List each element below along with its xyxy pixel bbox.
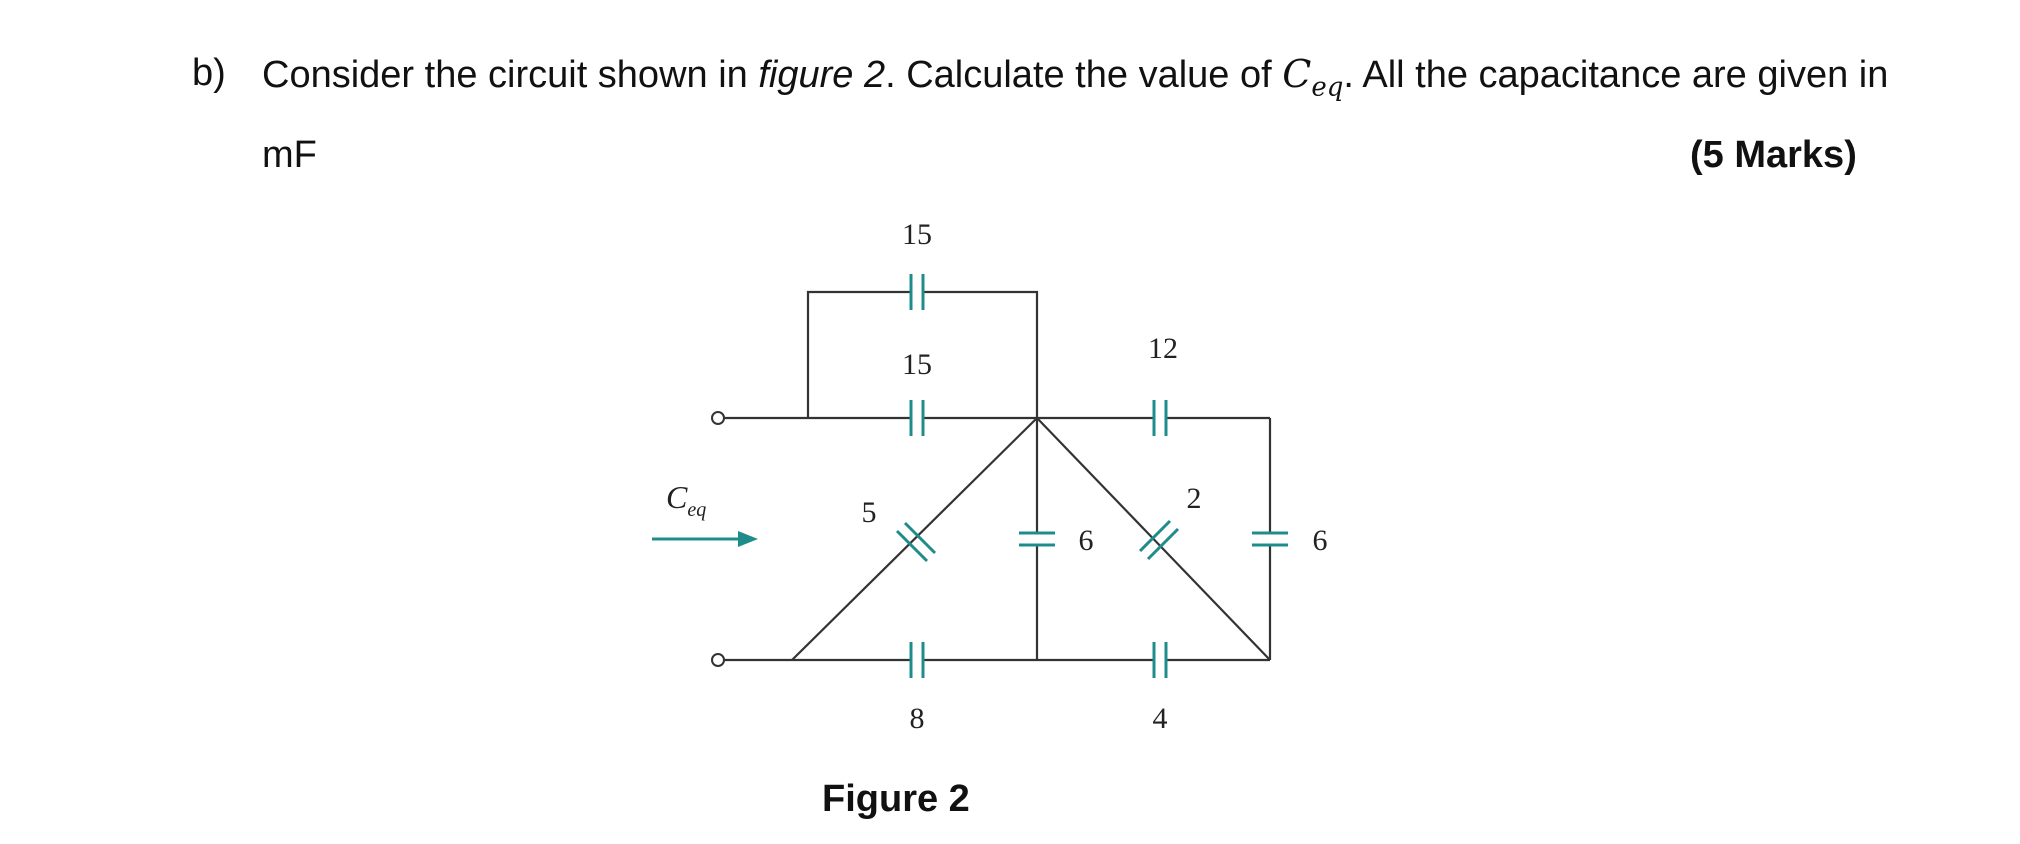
label-top-outer: 15 — [902, 218, 932, 251]
capacitor-diag-left — [895, 521, 937, 563]
figure-caption: Figure 2 — [822, 778, 970, 820]
capacitor-right-vertical — [1252, 531, 1288, 547]
terminal-top — [711, 411, 725, 425]
question-text-after: . All the capacitance are given in — [1343, 54, 1889, 96]
question-text: Consider the circuit shown in figure 2. … — [262, 52, 1888, 103]
label-top-inner: 15 — [902, 348, 932, 381]
ceq-main: C — [1282, 52, 1312, 96]
wire-diag-left — [791, 417, 1038, 661]
capacitor-bottom-right — [1152, 642, 1168, 678]
ceq-figure-main: C — [666, 479, 688, 515]
label-diag-right: 2 — [1187, 482, 1202, 515]
question-label: b) — [192, 52, 226, 94]
capacitor-mid-vertical — [1019, 531, 1055, 547]
ceq-arrow-head — [738, 531, 758, 547]
ceq-symbol: Ceq — [1282, 52, 1343, 103]
label-top-right: 12 — [1148, 332, 1178, 365]
capacitor-top-inner — [909, 400, 925, 436]
ceq-figure-label: Ceq — [666, 479, 706, 521]
unit-text: mF — [262, 134, 317, 176]
capacitor-bottom-left — [909, 642, 925, 678]
label-bottom-left: 8 — [910, 702, 925, 735]
capacitor-diag-right — [1138, 519, 1180, 561]
label-bottom-right: 4 — [1153, 702, 1168, 735]
ceq-figure-sub: eq — [687, 499, 706, 521]
marks-label: (5 Marks) — [1690, 134, 1857, 176]
question-text-middle: . Calculate the value of — [885, 54, 1283, 96]
label-diag-left: 5 — [862, 496, 877, 529]
terminal-bottom — [711, 653, 725, 667]
label-mid-vertical: 6 — [1079, 524, 1094, 557]
ceq-sub: eq — [1311, 72, 1344, 103]
capacitor-top-right — [1152, 400, 1168, 436]
figure-reference: figure 2 — [758, 54, 886, 96]
question-text-before: Consider the circuit shown in — [262, 54, 759, 96]
capacitor-top-outer — [909, 274, 925, 310]
label-right-vertical: 6 — [1313, 524, 1328, 557]
